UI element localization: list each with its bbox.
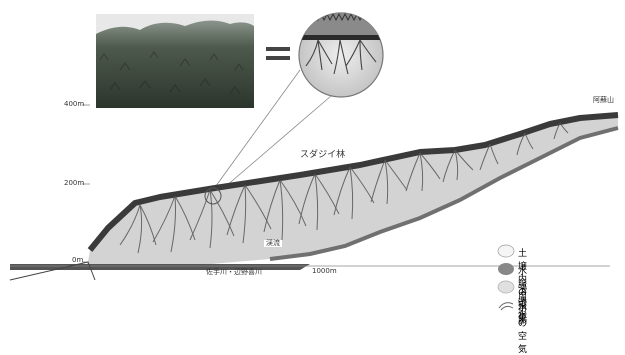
y-label-0: 0m xyxy=(72,257,83,264)
y-label-200: 200m xyxy=(64,180,84,187)
legend-label: 水脈 xyxy=(518,300,527,326)
legend-swatch-soil-air xyxy=(498,245,514,257)
y-label-400: 400m xyxy=(64,101,84,108)
legend-swatch-seepage xyxy=(498,281,514,293)
forest-photo xyxy=(96,14,254,108)
forest-label: スダジイ林 xyxy=(300,151,345,160)
y-axis xyxy=(82,105,90,270)
river-label: 佐手川・辺野喜川 xyxy=(206,269,262,276)
zoom-circle xyxy=(299,13,383,97)
legend-swatches xyxy=(498,245,514,310)
summit-label: 阿蘇山 xyxy=(593,97,614,104)
soil-cross-section xyxy=(88,115,618,268)
x-label-1000: 1000m xyxy=(312,268,337,275)
stream-label: 渓流 xyxy=(264,240,282,247)
cross-section-diagram xyxy=(0,0,625,325)
equals-icon xyxy=(266,47,290,60)
legend-swatch-vein-air xyxy=(498,263,514,275)
